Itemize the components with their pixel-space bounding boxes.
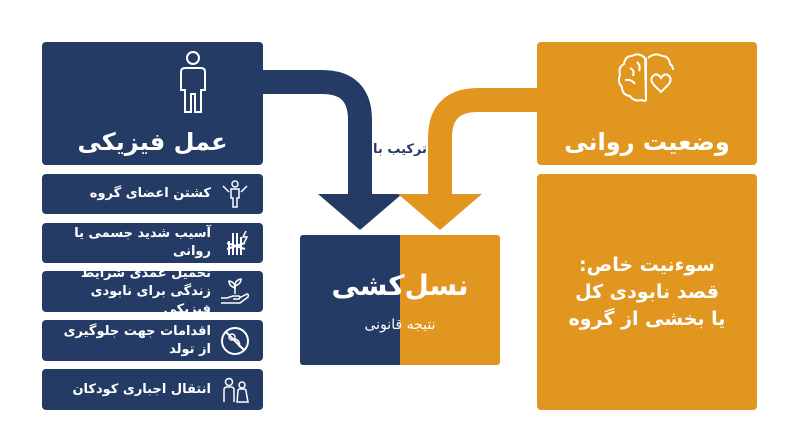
brain-heart-icon <box>617 53 674 102</box>
physical-act-title: عمل فیزیکی <box>77 128 228 156</box>
navy-arrow <box>263 70 372 196</box>
navy-arrowhead <box>318 194 402 230</box>
physical-item-killing: کشتن اعضای گروه <box>42 174 263 214</box>
no-birth-icon <box>221 326 249 355</box>
physical-item-label: تحمیل عمدی شرایط زندگی برای نابودی فیزیک… <box>80 265 211 317</box>
specific-intent-panel: سوءنیت خاص: قصد نابودی کل یا بخشی از گرو… <box>537 174 757 410</box>
physical-item-label: کشتن اعضای گروه <box>89 186 211 201</box>
result-subtitle: نتیجه قانونی <box>364 317 436 333</box>
result-box: نسل‌کشی نتیجه قانونی <box>300 235 500 365</box>
killing-icon <box>222 180 248 208</box>
physical-item-label: انتقال اجباری کودکان <box>72 381 211 397</box>
physical-item-transfer-children: انتقال اجباری کودکان <box>42 369 263 410</box>
physical-item-injury: آسیب شدید جسمی یا روانی <box>42 223 263 263</box>
gold-arrowhead <box>398 194 482 230</box>
hand-plant-icon <box>221 277 250 304</box>
person-icon <box>180 51 206 113</box>
children-icon <box>223 377 249 403</box>
physical-item-label: اقدامات جهت جلوگیری از تولد <box>63 323 211 357</box>
mental-state-panel: وضعیت روانی <box>537 42 757 165</box>
injury-icon <box>226 230 249 255</box>
gold-arrow <box>428 88 537 196</box>
mental-state-title: وضعیت روانی <box>564 128 730 156</box>
physical-item-living-conditions: تحمیل عمدی شرایط زندگی برای نابودی فیزیک… <box>42 266 263 317</box>
physical-item-label: آسیب شدید جسمی یا روانی <box>74 226 211 259</box>
physical-act-panel: عمل فیزیکی <box>42 42 263 165</box>
specific-intent-text: سوءنیت خاص: قصد نابودی کل یا بخشی از گرو… <box>568 253 726 330</box>
combine-label: ترکیب با <box>373 142 427 157</box>
result-title: نسل‌کشی <box>331 269 469 302</box>
physical-item-prevent-births: اقدامات جهت جلوگیری از تولد <box>42 320 263 361</box>
